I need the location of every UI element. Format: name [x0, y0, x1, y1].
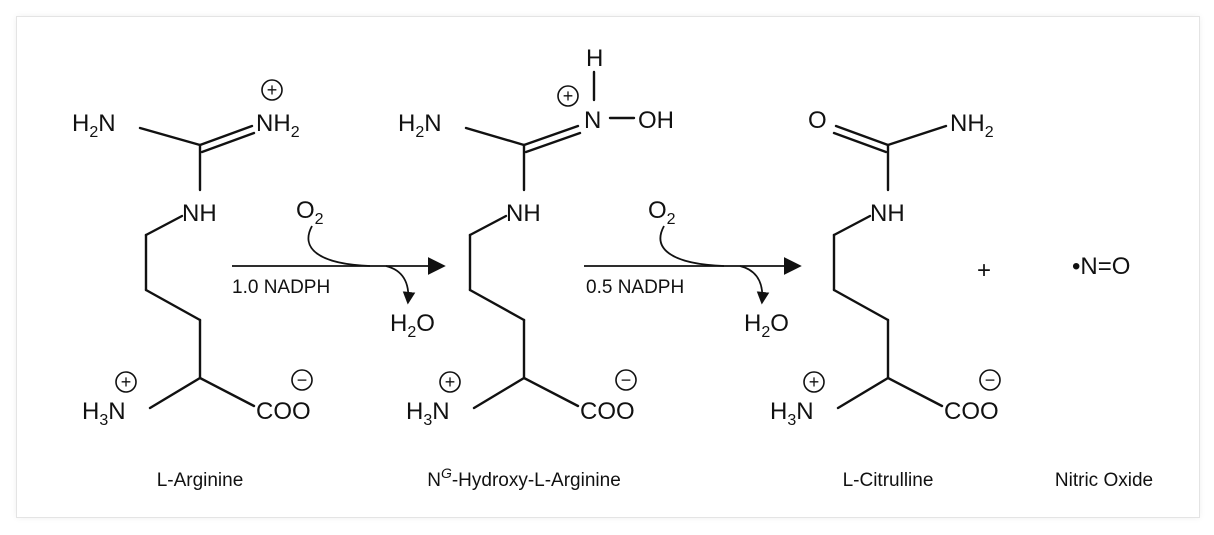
reagent-o2-label: O2: [648, 197, 676, 228]
hydrogen-label: H: [586, 45, 603, 72]
amine-h2n-label: H2N: [398, 110, 442, 141]
nh-label: NH: [870, 200, 905, 227]
hydroxyl-oh-label: OH: [638, 107, 674, 134]
iminium-nh2-label: NH2: [256, 110, 300, 141]
reagent-nadph-1: 1.0 NADPH: [232, 277, 330, 298]
plus-sign: +: [977, 257, 991, 284]
molecule-n-hydroxy-l-arginine: H2N H N OH + NH H3N + COO − NG-Hydroxy-L…: [398, 45, 674, 491]
svg-text:+: +: [267, 80, 278, 100]
product-h2o-label: H2O: [744, 310, 789, 341]
nh-label: NH: [182, 200, 217, 227]
ammonium-h3n-label: H3N: [770, 398, 814, 429]
reaction-arrow-2: O2 0.5 NADPH H2O: [584, 197, 802, 341]
reaction-arrow-1: O2 1.0 NADPH H2O: [232, 197, 446, 341]
reagent-nadph-2: 0.5 NADPH: [586, 277, 684, 298]
ammonium-h3n-label: H3N: [82, 398, 126, 429]
molecule-l-arginine: H2N NH2 + NH H3N + COO − L-Arginine: [72, 79, 313, 491]
plus-charge-icon: +: [261, 79, 283, 101]
ammonium-h3n-label: H3N: [406, 398, 450, 429]
caption-l-arginine: L-Arginine: [157, 470, 244, 491]
reagent-o2-label: O2: [296, 197, 324, 228]
svg-text:+: +: [121, 372, 132, 392]
minus-charge-icon: −: [615, 369, 637, 391]
svg-text:−: −: [985, 370, 996, 390]
diagram-frame: [16, 16, 1200, 518]
nitrogen-label: N: [584, 107, 601, 134]
minus-charge-icon: −: [291, 369, 313, 391]
svg-text:+: +: [563, 86, 574, 106]
amine-h2n-label: H2N: [72, 110, 116, 141]
svg-text:+: +: [809, 372, 820, 392]
svg-text:+: +: [445, 372, 456, 392]
molecule-nitric-oxide: •N=O Nitric Oxide: [1055, 253, 1153, 491]
caption-nitric-oxide: Nitric Oxide: [1055, 470, 1153, 491]
nitric-oxide-radical-label: •N=O: [1072, 253, 1130, 280]
carbonyl-o-label: O: [808, 107, 827, 134]
minus-charge-icon: −: [979, 369, 1001, 391]
caption-l-citrulline: L-Citrulline: [843, 470, 934, 491]
plus-charge-icon: +: [439, 371, 461, 393]
nh-label: NH: [506, 200, 541, 227]
plus-charge-icon: +: [115, 371, 137, 393]
amide-nh2-label: NH2: [950, 110, 994, 141]
carboxylate-coo-label: COO: [944, 398, 999, 425]
plus-charge-icon: +: [803, 371, 825, 393]
caption-n-hydroxy-l-arginine: NG-Hydroxy-L-Arginine: [427, 465, 621, 491]
plus-charge-icon: +: [557, 85, 579, 107]
molecule-l-citrulline: O NH2 NH H3N + COO − L-Citrulline: [770, 107, 1001, 491]
svg-text:−: −: [621, 370, 632, 390]
carboxylate-coo-label: COO: [256, 398, 311, 425]
svg-text:−: −: [297, 370, 308, 390]
product-h2o-label: H2O: [390, 310, 435, 341]
carboxylate-coo-label: COO: [580, 398, 635, 425]
